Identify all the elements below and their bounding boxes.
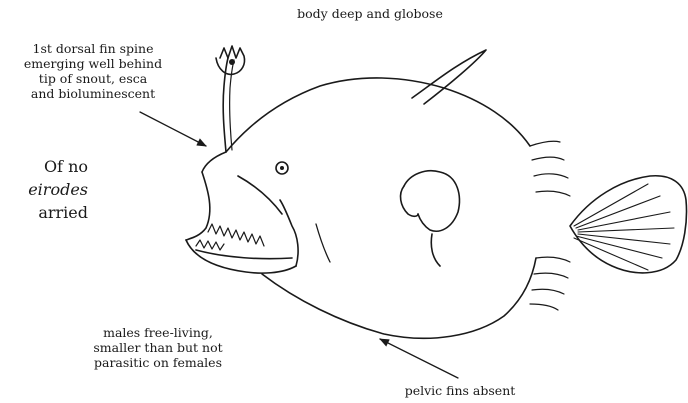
lower-teeth — [196, 240, 224, 250]
tail-fin-rays — [574, 184, 674, 270]
lower-fin-rays — [530, 257, 570, 310]
arrow-spine — [140, 112, 206, 146]
upper-fin-rays — [530, 141, 570, 196]
tail-fin — [570, 176, 687, 273]
snout — [202, 152, 226, 172]
body-outline-upper — [226, 78, 530, 152]
lower-jaw-inner — [196, 250, 292, 259]
pectoral-fin-stalk — [431, 234, 440, 266]
eye-pupil — [280, 166, 284, 170]
gill-line — [316, 224, 330, 262]
cheek-line — [238, 176, 282, 214]
upper-jaw — [186, 172, 210, 240]
mouth-corner — [280, 200, 298, 266]
body-outline-lower — [262, 258, 536, 338]
esca-light — [229, 59, 235, 65]
dorsal-fin — [412, 50, 486, 104]
pectoral-fin-base — [401, 186, 418, 216]
arrow-pelvic — [380, 339, 458, 378]
pectoral-fin — [404, 171, 459, 231]
